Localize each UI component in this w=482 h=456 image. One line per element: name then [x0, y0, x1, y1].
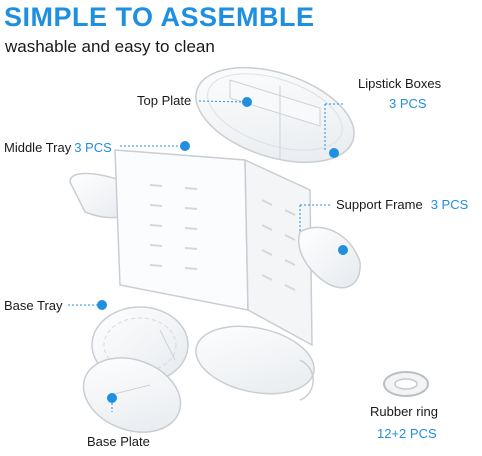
middle-tray-qty: 3 PCS	[74, 140, 112, 155]
middle-tray-text: Middle Tray	[4, 140, 72, 155]
top-plate-dot	[242, 97, 252, 107]
base-tray-dot	[97, 300, 107, 310]
base-plate-illustration	[82, 357, 182, 433]
callout-dots	[97, 97, 348, 403]
support-frame-qty: 3 PCS	[430, 197, 469, 212]
lipstick-boxes-qty: 3 PCS	[389, 96, 427, 111]
support-frame-text: Support Frame	[336, 197, 423, 212]
top-plate-label: Top Plate	[137, 93, 192, 108]
lipstick-boxes-dot	[329, 148, 339, 158]
lipstick-boxes-label: Lipstick Boxes	[358, 76, 442, 91]
top-plate-illustration	[195, 66, 355, 164]
support-frame-illustration	[114, 149, 313, 347]
base-plate-dot	[107, 393, 117, 403]
base-plate-label: Base Plate	[87, 434, 150, 449]
base-tray-label: Base Tray	[4, 298, 63, 313]
rubber-ring-illustration	[383, 371, 429, 397]
rubber-ring-qty: 12+2 PCS	[377, 426, 437, 441]
support-frame-label: Support Frame 3 PCS	[336, 197, 468, 212]
page-subtitle: washable and easy to clean	[5, 37, 215, 56]
middle-tray-dot	[180, 141, 190, 151]
page-title: SIMPLE TO ASSEMBLE	[4, 2, 315, 32]
support-frame-dot	[338, 245, 348, 255]
support-frame-tray-illustration	[298, 226, 361, 289]
leader-lines	[68, 100, 345, 412]
rubber-ring-label: Rubber ring	[370, 404, 438, 419]
